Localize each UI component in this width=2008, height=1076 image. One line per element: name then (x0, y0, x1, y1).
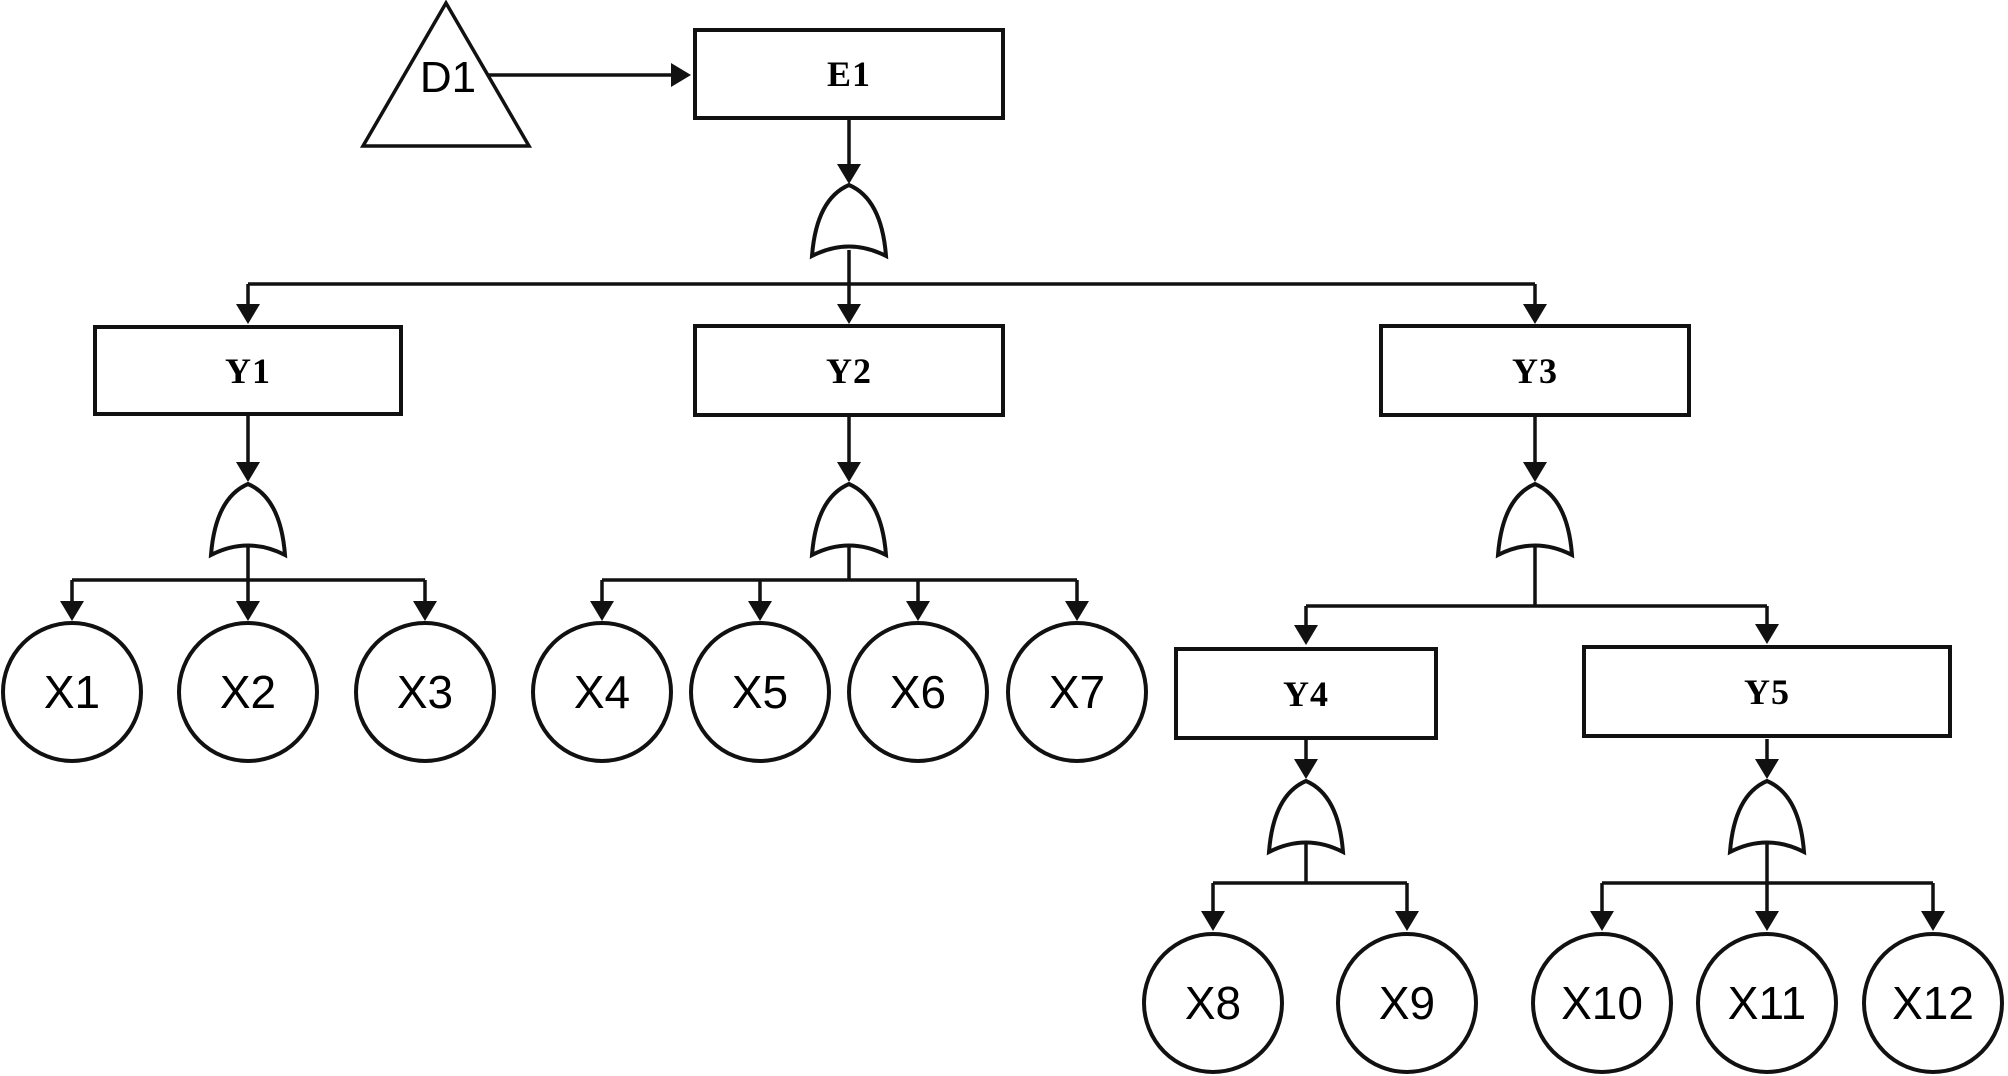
or-gate-y3 (1495, 481, 1575, 559)
arrowhead-into-y4 (1294, 625, 1318, 645)
arrowhead-into-x7 (1065, 601, 1089, 621)
basic-event-circle-x4: X4 (531, 621, 673, 763)
arrowhead-into-x9 (1395, 911, 1419, 931)
basic-event-circle-x10: X10 (1531, 932, 1673, 1074)
basic-event-label-x9: X9 (1378, 977, 1436, 1029)
event-label-y2: Y2 (826, 350, 872, 391)
arrowhead-into-x3 (413, 601, 437, 621)
arrowhead-into-y1 (236, 304, 260, 324)
arrowhead-into-x4 (590, 601, 614, 621)
event-box-y1: Y1 (93, 325, 403, 416)
transfer-in-label: D1 (388, 50, 508, 106)
arrowhead-into-y3 (1523, 304, 1547, 324)
basic-event-circle-x12: X12 (1862, 932, 2004, 1074)
or-gates (208, 182, 1807, 856)
arrowhead-into-gate-y2 (837, 462, 861, 482)
arrowhead-into-x11 (1755, 911, 1779, 931)
basic-event-circle-x3: X3 (354, 621, 496, 763)
event-box-y5: Y5 (1582, 645, 1952, 738)
basic-event-label-x11: X11 (1727, 977, 1807, 1029)
arrowhead-into-x12 (1921, 911, 1945, 931)
arrowhead-into-gate-y1 (236, 462, 260, 482)
connector-lines (70, 73, 1935, 913)
basic-event-label-x6: X6 (889, 666, 947, 718)
arrowhead-into-y2 (837, 304, 861, 324)
arrowhead-into-x8 (1201, 911, 1225, 931)
arrowhead-into-x6 (906, 601, 930, 621)
basic-event-label-x7: X7 (1048, 666, 1106, 718)
event-label-y1: Y1 (225, 350, 271, 391)
arrowhead-into-x2 (236, 601, 260, 621)
transfer-in-triangle (359, 0, 533, 148)
arrowhead-into-x1 (60, 601, 84, 621)
basic-event-circle-x6: X6 (847, 621, 989, 763)
arrowheads (60, 63, 1945, 931)
arrowhead-into-gate-y4 (1294, 759, 1318, 779)
basic-event-circle-x9: X9 (1336, 932, 1478, 1074)
basic-event-label-x3: X3 (396, 666, 454, 718)
basic-event-circle-x5: X5 (689, 621, 831, 763)
basic-event-circle-x8: X8 (1142, 932, 1284, 1074)
or-gate-y1 (208, 481, 288, 559)
arrowhead-into-gate-y5 (1755, 759, 1779, 779)
basic-event-label-x2: X2 (219, 666, 277, 718)
basic-event-label-x8: X8 (1184, 977, 1242, 1029)
top-event-label-e1: E1 (826, 54, 871, 94)
event-label-y3: Y3 (1512, 350, 1558, 391)
event-box-y2: Y2 (693, 324, 1005, 417)
basic-event-label-x5: X5 (731, 666, 789, 718)
transfer-in-label-text: D1 (419, 53, 477, 102)
top-event-box-e1: E1 (693, 28, 1005, 120)
arrowhead-into-gate-y3 (1523, 462, 1547, 482)
event-label-y4: Y4 (1283, 673, 1329, 714)
basic-event-label-x12: X12 (1892, 977, 1974, 1029)
event-box-y4: Y4 (1174, 647, 1438, 740)
or-gate-e1 (809, 182, 889, 260)
basic-event-label-x4: X4 (573, 666, 631, 718)
or-gate-y2 (809, 481, 889, 559)
basic-event-circle-x1: X1 (1, 621, 143, 763)
arrowhead-into-x5 (748, 601, 772, 621)
or-gate-y4 (1266, 778, 1346, 856)
arrowhead-into-y5 (1755, 624, 1779, 644)
basic-event-label-x1: X1 (43, 666, 101, 718)
event-label-y5: Y5 (1744, 671, 1790, 712)
arrowhead-into-x10 (1590, 911, 1614, 931)
event-box-y3: Y3 (1379, 324, 1691, 417)
basic-event-circle-x2: X2 (177, 621, 319, 763)
basic-event-label-x10: X10 (1561, 977, 1643, 1029)
arrowhead-into-gate-e1 (837, 164, 861, 184)
basic-event-circle-x7: X7 (1006, 621, 1148, 763)
basic-event-circle-x11: X11 (1696, 932, 1838, 1074)
or-gate-y5 (1727, 778, 1807, 856)
arrowhead-into-e1 (671, 63, 691, 87)
